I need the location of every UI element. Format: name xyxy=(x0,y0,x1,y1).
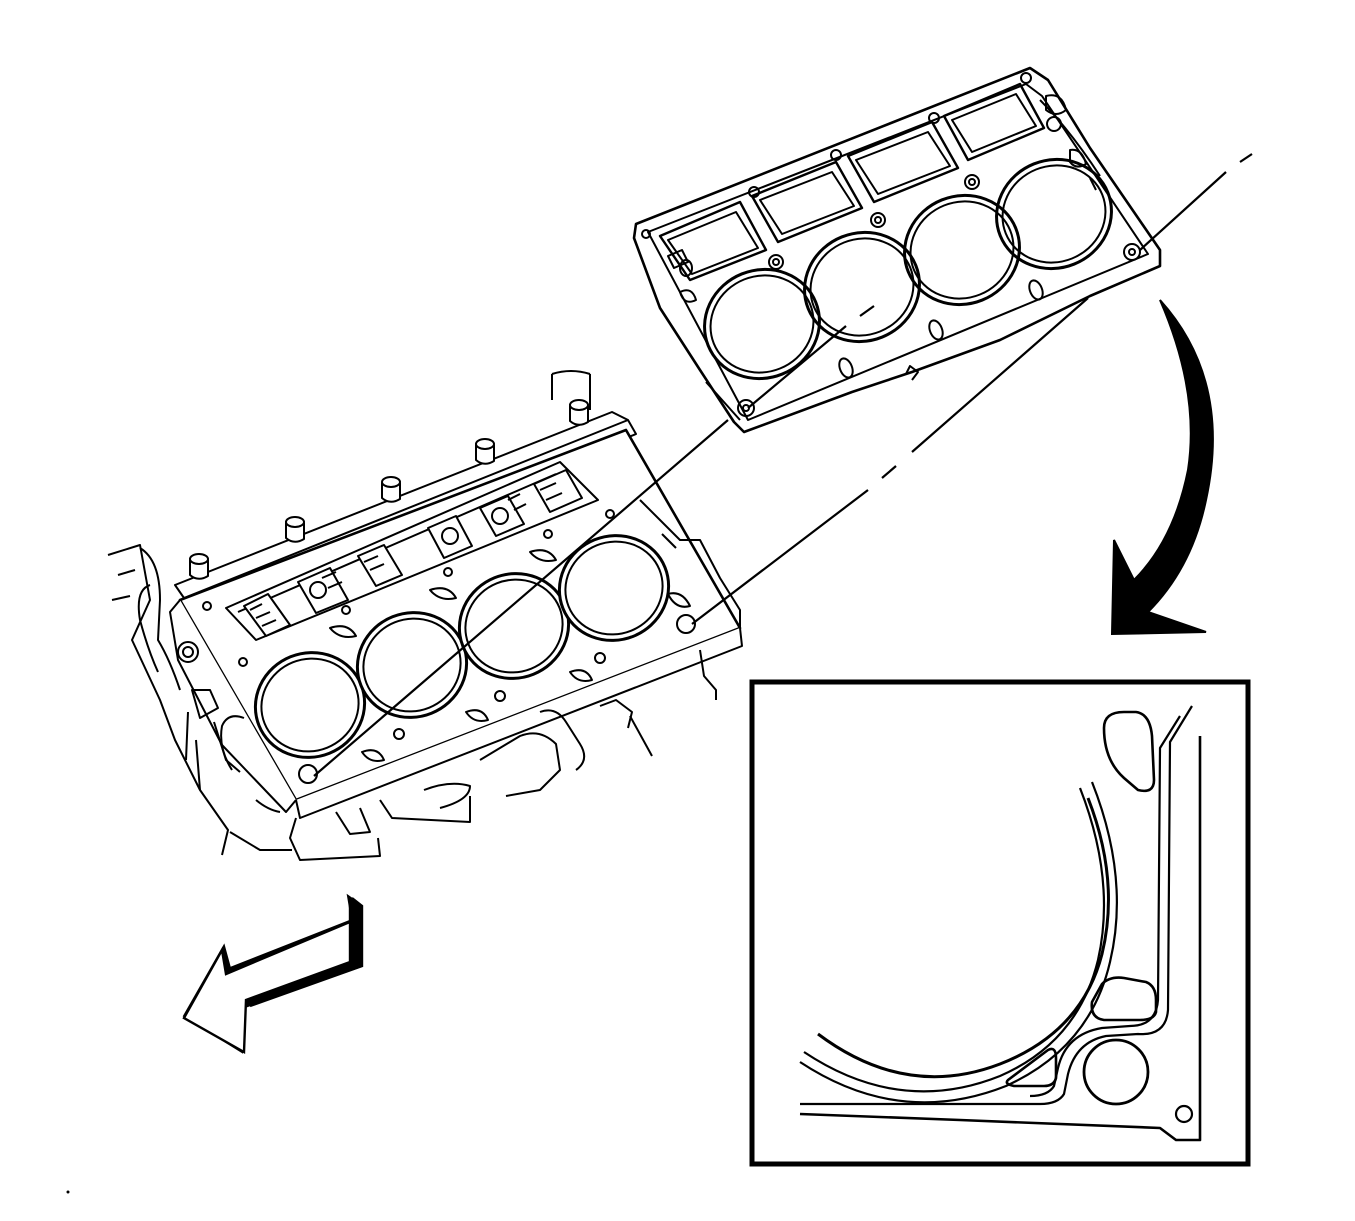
curved-install-arrow-icon xyxy=(1110,299,1214,636)
front-of-engine-arrow-icon xyxy=(182,893,364,1055)
head-bolt xyxy=(285,516,305,543)
valve-lifter-pocket xyxy=(297,567,349,614)
cylinder-bore xyxy=(557,534,671,642)
alignment-lines xyxy=(313,153,1253,777)
head-bolt xyxy=(381,476,401,503)
inset-bore-arc xyxy=(803,787,1106,1093)
gasket-bore xyxy=(995,157,1113,271)
valve-lifter-pocket xyxy=(479,493,527,537)
gasket-lifter-window xyxy=(750,160,864,244)
gasket-lifter-window xyxy=(942,82,1046,162)
valve-lifter-pocket xyxy=(243,593,291,637)
inset-dowel-hole xyxy=(1174,1104,1194,1124)
head-bolt xyxy=(569,399,589,426)
inset-bolt-hole xyxy=(1082,1038,1150,1106)
gasket-corner-detail-inset xyxy=(749,679,1251,1167)
valve-lifter-pocket xyxy=(427,515,473,559)
cylinder-head-gasket xyxy=(632,66,1162,434)
gasket-bore xyxy=(903,193,1021,307)
gasket-bore xyxy=(803,230,921,344)
valve-lifter-pocket xyxy=(533,469,583,513)
registration-dot xyxy=(66,1190,70,1194)
cylinder-bore xyxy=(253,651,367,759)
inset-frame xyxy=(749,679,1251,1167)
engine-block xyxy=(107,370,743,861)
head-bolt xyxy=(189,553,209,580)
head-bolt xyxy=(475,438,495,465)
gasket-bore xyxy=(703,267,821,381)
valve-lifter-pocket xyxy=(357,544,403,587)
gasket-lifter-window xyxy=(846,120,960,204)
